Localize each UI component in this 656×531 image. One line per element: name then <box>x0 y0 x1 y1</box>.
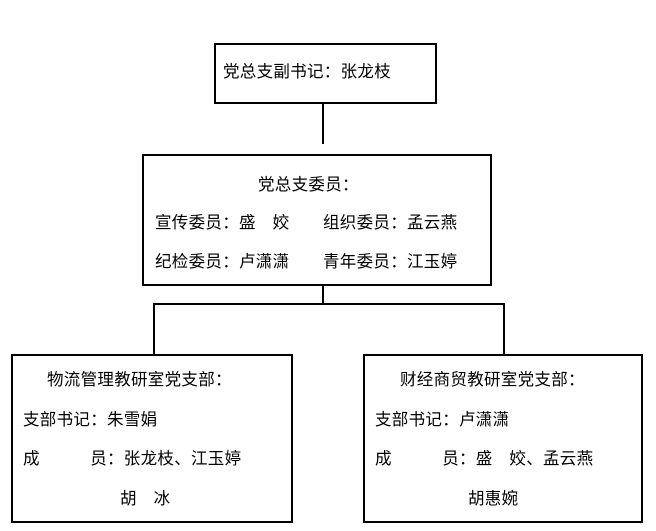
committee-box: 党总支委员： 宣传委员：盛 姣 组织委员：孟云燕 纪检委员：卢潇潇 青年委员：江… <box>142 154 492 286</box>
logistics-branch-members-line1: 成 员：张龙枝、江玉婷 <box>23 449 242 468</box>
logistics-branch-title: 物流管理教研室党支部： <box>47 370 232 389</box>
committee-row-discipline-youth: 纪检委员：卢潇潇 青年委员：江玉婷 <box>155 252 458 271</box>
committee-row-publicity-organization: 宣传委员：盛 姣 组织委员：孟云燕 <box>155 213 458 232</box>
finance-branch-members-line1: 成 员：盛 姣、孟云燕 <box>375 449 594 468</box>
deputy-secretary-title: 党总支副书记：张龙枝 <box>223 62 391 81</box>
connector-to-finance-branch <box>503 303 505 354</box>
logistics-branch-secretary: 支部书记：朱雪娟 <box>23 410 158 429</box>
finance-branch-secretary: 支部书记：卢潇潇 <box>375 410 510 429</box>
finance-branch-members-line2: 胡惠婉 <box>468 489 519 508</box>
deputy-secretary-box: 党总支副书记：张龙枝 <box>214 43 437 104</box>
logistics-branch-members-line2: 胡 冰 <box>120 489 171 508</box>
connector-horizontal-bar <box>153 303 505 305</box>
connector-committee-stem <box>322 286 324 305</box>
connector-top-to-committee <box>322 104 324 144</box>
finance-branch-box: 财经商贸教研室党支部： 支部书记：卢潇潇 成 员：盛 姣、孟云燕 胡惠婉 <box>363 354 643 523</box>
logistics-branch-box: 物流管理教研室党支部： 支部书记：朱雪娟 成 员：张龙枝、江玉婷 胡 冰 <box>11 354 293 523</box>
finance-branch-title: 财经商贸教研室党支部： <box>400 370 585 389</box>
connector-to-logistics-branch <box>153 303 155 354</box>
committee-box-title: 党总支委员： <box>258 175 359 194</box>
